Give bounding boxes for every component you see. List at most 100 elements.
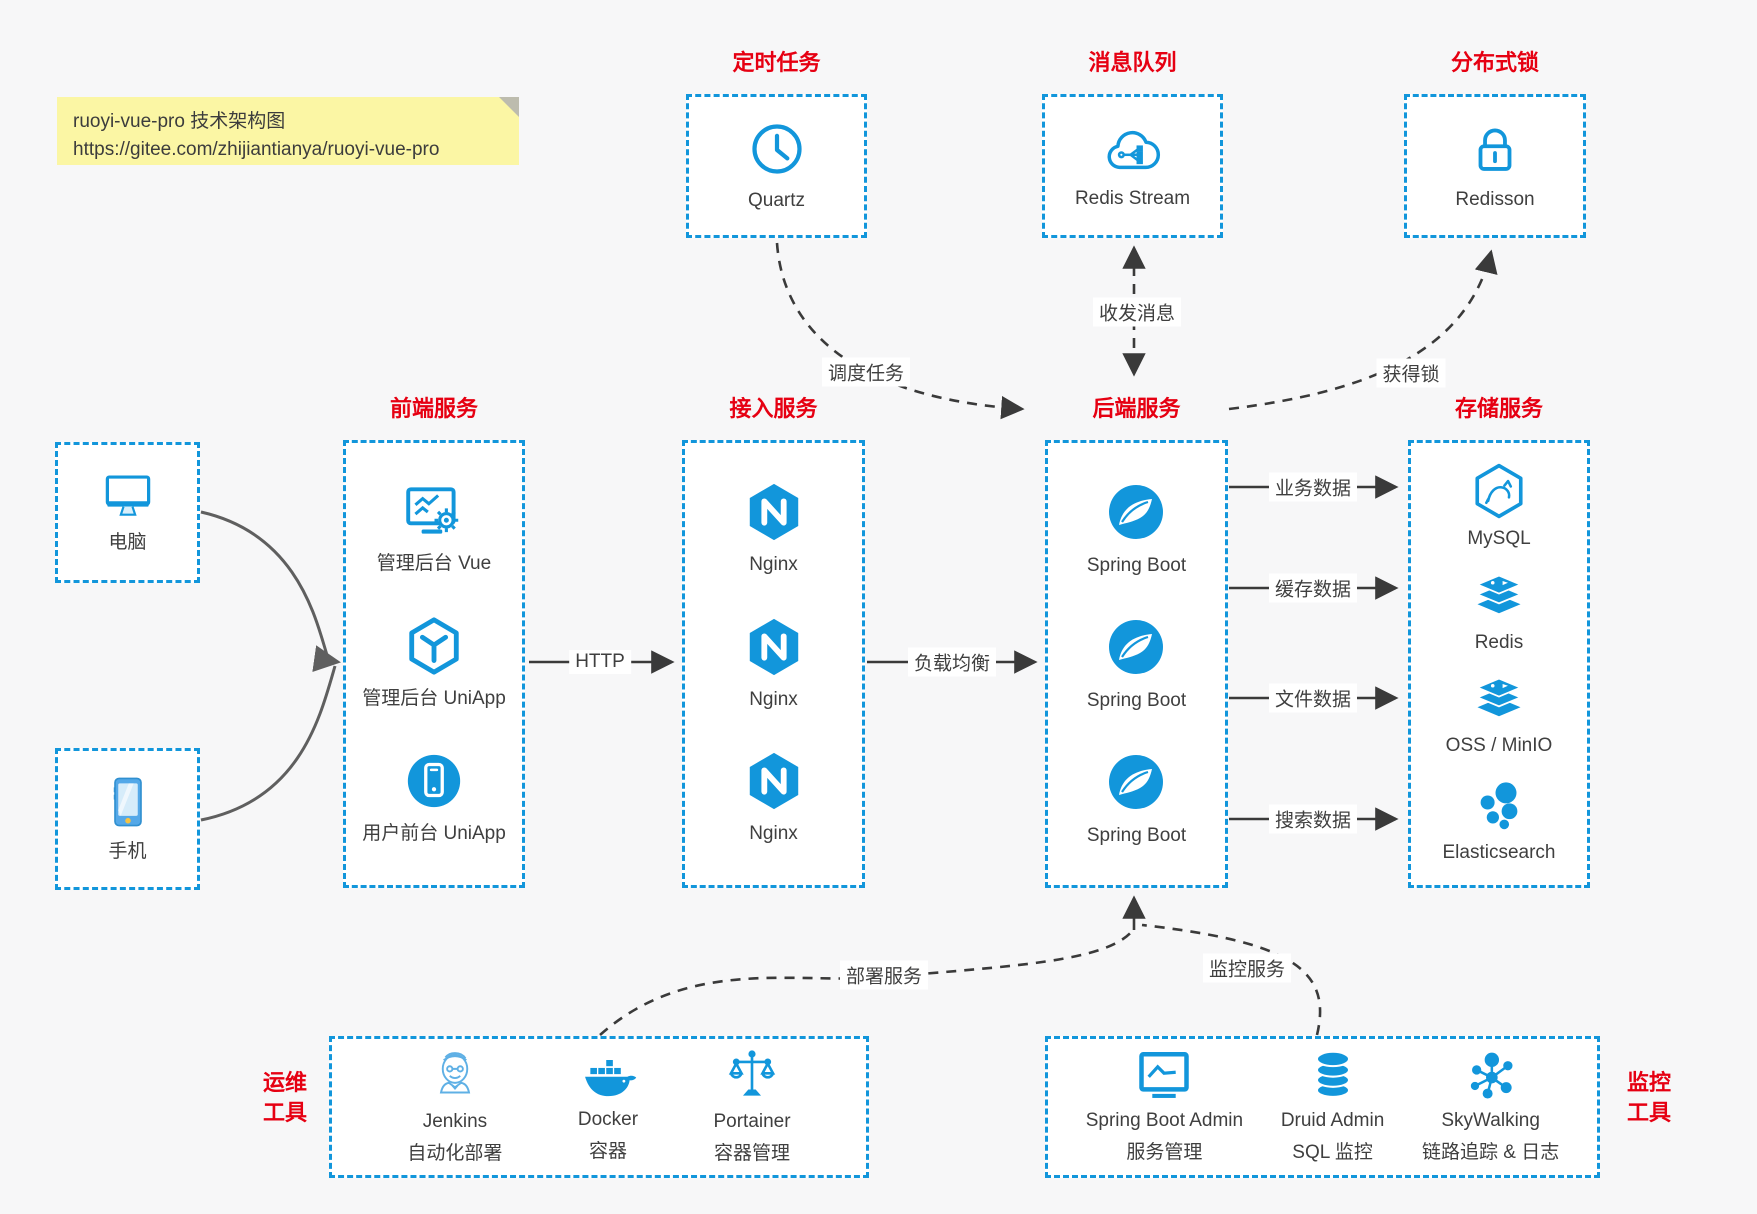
note-title: ruoyi-vue-pro 技术架构图: [73, 111, 286, 132]
edge-acquire-lock: [1228, 249, 1498, 411]
node-sublabel: SQL 监控: [1292, 1142, 1373, 1163]
group-box-storage: MySQL Redis: [1408, 440, 1590, 888]
node-admin-vue: 管理后台 Vue: [377, 482, 491, 577]
edge-label-search-data: 搜索数据: [1268, 804, 1358, 834]
node-mysql: MySQL: [1467, 462, 1531, 552]
node-label: 管理后台 UniApp: [362, 687, 506, 709]
group-title-mq: 消息队列: [1088, 50, 1177, 75]
node-druid-admin: Druid Admin SQL 监控: [1280, 1048, 1385, 1165]
edge-pc-to-frontend: [200, 510, 341, 672]
devops-title-line1: 运维: [262, 1070, 307, 1095]
cloud-stream-icon: [1108, 130, 1161, 169]
node-nginx-3: Nginx: [743, 750, 805, 847]
group-title-backend: 后端服务: [1092, 396, 1181, 421]
node-redis-stream: Redis Stream: [1075, 121, 1190, 212]
node-label: Spring Boot: [1086, 554, 1187, 576]
node-springboot-1: Spring Boot: [1087, 480, 1186, 579]
node-label: Portainer: [713, 1111, 791, 1133]
node-sublabel: 容器管理: [714, 1143, 791, 1164]
group-box-lock: Redisson: [1404, 94, 1586, 238]
node-spring-boot-admin: Spring Boot Admin 服务管理: [1086, 1048, 1243, 1165]
node-nginx-1: Nginx: [743, 481, 805, 578]
node-user-uniapp: 用户前台 UniApp: [362, 750, 506, 847]
group-distributed-lock: 分布式锁 Redisson: [1404, 48, 1586, 238]
edge-label-cache-data: 缓存数据: [1268, 573, 1358, 603]
lock-icon: [1478, 128, 1512, 171]
node-label: Docker: [577, 1109, 639, 1131]
node-redis: Redis: [1470, 572, 1528, 656]
docker-icon: [585, 1060, 637, 1097]
mysql-icon: [1475, 464, 1523, 519]
sticky-note: ruoyi-vue-pro 技术架构图 https://gitee.com/zh…: [57, 97, 519, 165]
node-label: Redisson: [1455, 188, 1535, 210]
edge-schedule: [775, 242, 1025, 420]
node-label: SkyWalking: [1441, 1110, 1540, 1132]
redis-stack-icon: [1475, 574, 1523, 613]
group-backend: 后端服务 Spring Boot Spring Boot: [1045, 394, 1228, 888]
group-box-frontend: 管理后台 Vue 管理后台 UniApp 用户前台 UniApp: [343, 440, 525, 888]
phone-icon: [113, 777, 142, 827]
oss-stack-icon: [1475, 677, 1523, 716]
edge-mobile-to-frontend: [200, 665, 337, 822]
node-label: Quartz: [747, 189, 806, 211]
group-title-devops: 运维 工具: [250, 1068, 320, 1127]
group-title-gateway: 接入服务: [729, 396, 818, 421]
node-springboot-3: Spring Boot: [1087, 750, 1186, 849]
node-springboot-2: Spring Boot: [1087, 615, 1186, 714]
group-title-storage: 存储服务: [1454, 396, 1543, 421]
clock-icon: [751, 124, 802, 174]
monitoring-title-line1: 监控: [1626, 1070, 1671, 1095]
user-uniapp-icon: [407, 754, 461, 807]
note-url: https://gitee.com/zhijiantianya/ruoyi-vu…: [73, 138, 440, 160]
client-pc: 电脑: [55, 442, 200, 583]
edge-monitor: [1141, 923, 1322, 1036]
node-label: Elasticsearch: [1442, 841, 1556, 863]
portainer-scales-icon: [728, 1050, 776, 1096]
group-title-frontend: 前端服务: [389, 396, 478, 421]
node-label: Nginx: [749, 823, 798, 845]
group-gateway: 接入服务 Nginx Nginx: [682, 394, 865, 888]
node-label: Spring Boot: [1086, 824, 1187, 846]
node-label: Spring Boot Admin: [1085, 1110, 1244, 1132]
node-quartz: Quartz: [747, 119, 807, 214]
edge-label-business-data: 业务数据: [1268, 472, 1358, 502]
edge-label-file-data: 文件数据: [1268, 683, 1358, 713]
group-title-monitoring: 监控 工具: [1614, 1068, 1684, 1127]
nginx-icon: [749, 483, 798, 541]
node-label: Redis: [1474, 631, 1524, 653]
node-nginx-2: Nginx: [743, 616, 805, 713]
node-admin-uniapp: 管理后台 UniApp: [362, 615, 506, 712]
edge-deploy: [599, 929, 1135, 1036]
node-oss-minio: OSS / MinIO: [1445, 675, 1553, 759]
node-sublabel: 容器: [588, 1141, 627, 1162]
monitoring-title-line2: 工具: [1626, 1099, 1671, 1125]
node-docker: Docker 容器: [578, 1049, 638, 1164]
edge-label-monitor: 监控服务: [1202, 953, 1292, 983]
group-box-gateway: Nginx Nginx Nginx: [682, 440, 865, 888]
admin-vue-icon: [406, 486, 459, 534]
group-devops: Jenkins 自动化部署 Docker 容器: [329, 1036, 869, 1178]
desktop-icon: [105, 475, 150, 516]
node-label: 手机: [108, 840, 147, 862]
group-box-mq: Redis Stream: [1042, 94, 1223, 238]
node-elasticsearch: Elasticsearch: [1443, 778, 1556, 866]
node-sublabel: 自动化部署: [407, 1143, 503, 1164]
spring-boot-admin-icon: [1139, 1052, 1190, 1099]
node-redisson: Redisson: [1455, 120, 1535, 213]
edge-label-http: HTTP: [569, 650, 631, 674]
node-label: 电脑: [108, 532, 147, 554]
uniapp-cube-icon: [409, 617, 459, 675]
node-label: Spring Boot: [1086, 689, 1187, 711]
client-pc-box: 电脑: [55, 442, 200, 583]
group-box-scheduled: Quartz: [686, 94, 867, 238]
node-label: OSS / MinIO: [1445, 734, 1553, 756]
nginx-icon: [749, 753, 798, 810]
group-frontend: 前端服务 管理后台 Vue: [343, 394, 525, 888]
node-label: Druid Admin: [1280, 1110, 1385, 1132]
node-label: Jenkins: [422, 1111, 488, 1133]
jenkins-icon: [439, 1052, 471, 1094]
node-skywalking: SkyWalking 链路追踪 & 日志: [1422, 1048, 1559, 1165]
edge-label-load-balance: 负载均衡: [907, 647, 997, 677]
spring-boot-icon: [1109, 619, 1164, 674]
